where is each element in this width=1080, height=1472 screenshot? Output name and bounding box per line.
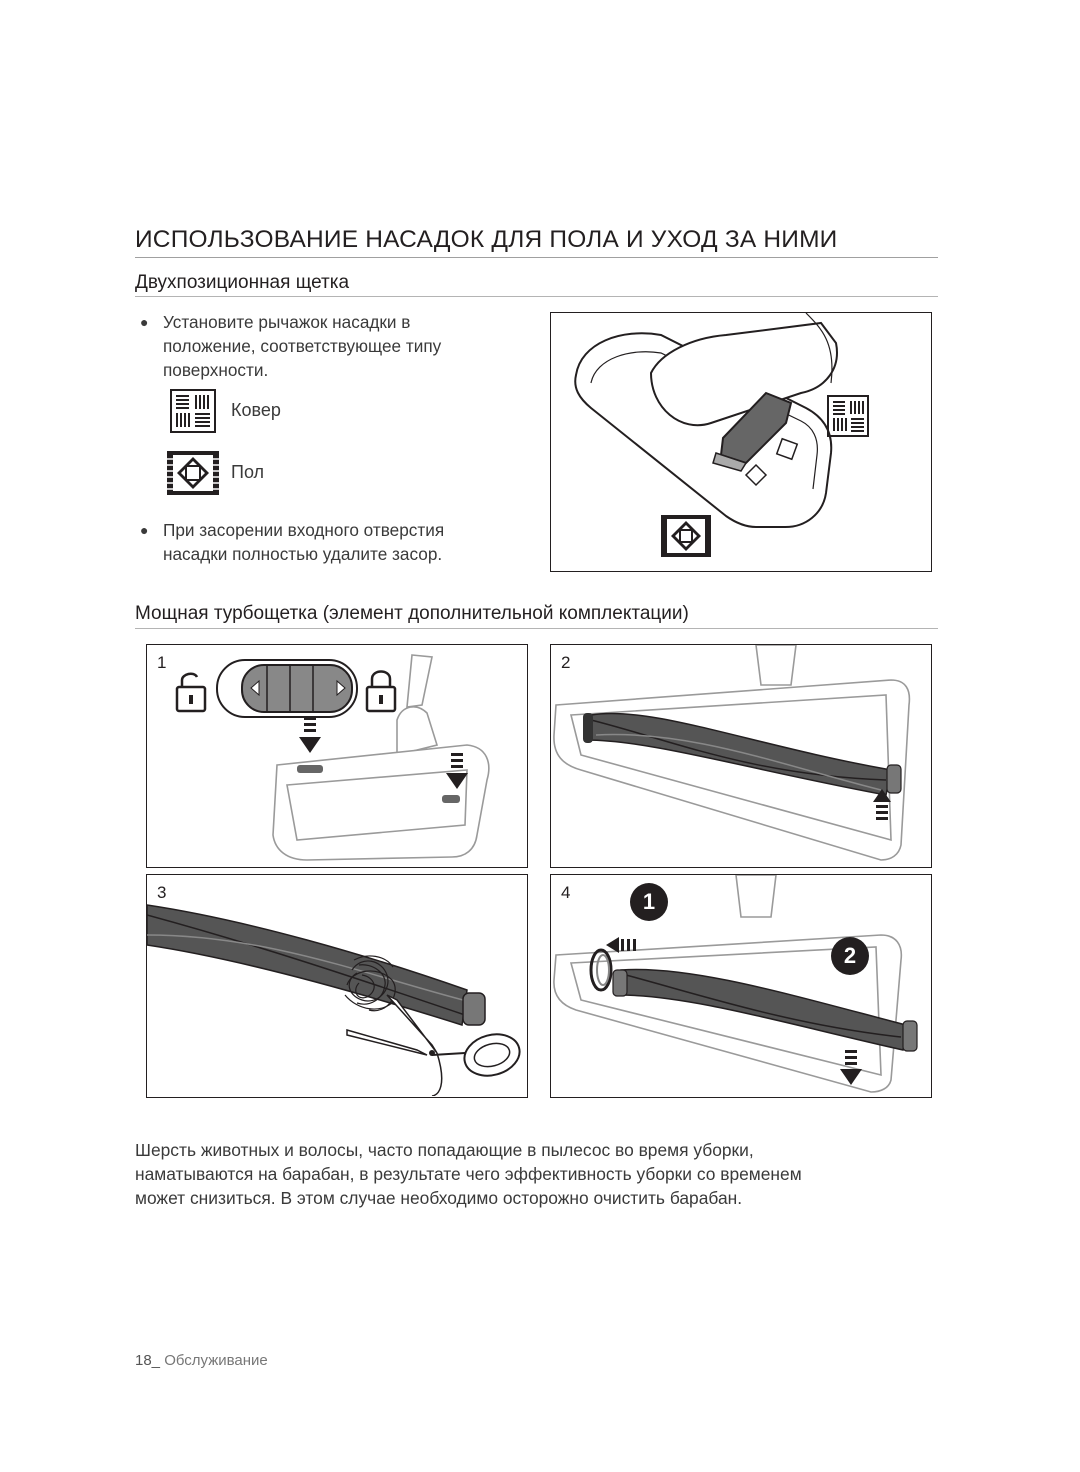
title-divider [135,257,938,258]
step-badge-1-label: 1 [643,889,655,914]
page-number: 18_ [135,1352,161,1369]
section-divider [135,296,938,297]
floor-icon [661,515,711,557]
legend-floor-label: Пол [231,462,265,482]
cleaning-paragraph: Шерсть животных и волосы, часто попадающ… [135,1140,802,1208]
step-number: 4 [561,883,571,902]
floor-icon [165,449,221,497]
page-footer: 18_ Обслуживание [135,1352,268,1369]
bullet-icon: ● [140,314,149,330]
page-title: ИСПОЛЬЗОВАНИЕ НАСАДОК ДЛЯ ПОЛА И УХОД ЗА… [135,226,838,253]
two-position-brush-illustration [550,312,932,572]
step-number: 1 [157,653,167,672]
footer-section: Обслуживание [164,1352,268,1369]
carpet-icon [170,389,216,433]
legend-carpet-label: Ковер [231,400,281,420]
step-number: 3 [157,883,167,902]
step-badge-1 [630,883,668,921]
step-badge-2-label: 2 [844,943,856,968]
step-2-illustration: 2 [550,644,932,868]
unlock-icon [175,672,207,713]
bullet-remove-blockage: ● При засорении входного отверстия насад… [140,520,445,564]
hair-tangle [344,955,396,1012]
step-badge-2 [831,937,869,975]
lock-icon [365,670,397,713]
bullet-icon: ● [140,522,149,538]
step-3-illustration: 3 [146,874,528,1098]
section-divider [135,628,938,629]
step-number: 2 [561,653,571,672]
step-4-illustration: 4 1 2 [550,874,932,1098]
carpet-icon [827,395,869,437]
bullet-set-lever: ● Установите рычажок насадки в положение… [140,312,442,380]
section-heading-two-position-brush: Двухпозиционная щетка [135,272,350,293]
scissors-icon [346,994,521,1096]
step-1-illustration: 1 [146,644,528,868]
section-heading-turbo-brush: Мощная турбощетка (элемент дополнительно… [135,603,689,624]
